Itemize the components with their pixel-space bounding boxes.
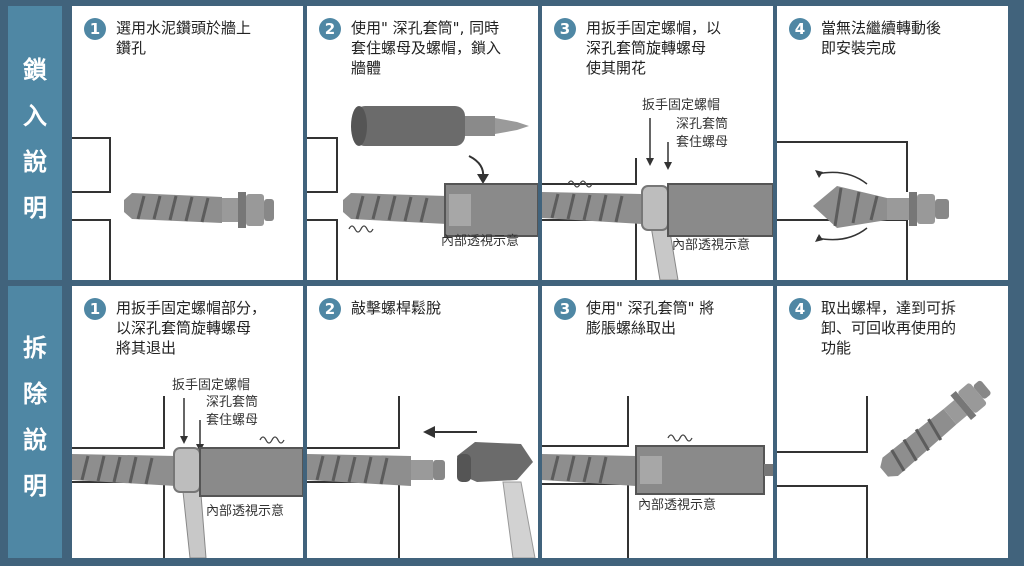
install-step-4-panel: 4 當無法繼續轉動後 即安裝完成 — [777, 6, 1008, 280]
inner-view-label: 內部透視示意 — [441, 234, 520, 249]
socket-label: 深孔套筒 套住螺母 — [676, 117, 729, 150]
step-number: 1 — [84, 18, 106, 40]
remove-step-2-panel: 2 敲擊螺桿鬆脫 — [307, 286, 538, 558]
step-illustration — [72, 137, 274, 280]
inner-view-label: 內部透視示意 — [206, 504, 285, 519]
step-caption: 選用水泥鑽頭於牆上 鑽孔 — [116, 19, 252, 57]
step-caption: 當無法繼續轉動後 即安裝完成 — [821, 19, 942, 57]
wrench-label: 扳手固定螺帽 — [172, 378, 251, 393]
remove-sidebar: 拆 除 說 明 — [8, 286, 62, 558]
inner-view-label: 內部透視示意 — [672, 238, 751, 253]
step-number: 4 — [789, 18, 811, 40]
step-number: 3 — [554, 298, 576, 320]
install-title-char: 說 — [23, 148, 47, 176]
install-title-char: 入 — [23, 102, 47, 130]
remove-title-char: 除 — [23, 380, 47, 408]
step-illustration — [777, 380, 991, 558]
step-illustration — [777, 141, 949, 280]
step-number: 1 — [84, 298, 106, 320]
inner-view-label: 內部透視示意 — [638, 498, 717, 513]
step-illustration — [307, 396, 536, 558]
step-number: 2 — [319, 298, 341, 320]
step-caption: 敲擊螺桿鬆脫 — [351, 299, 442, 317]
remove-step-4-panel: 4 取出螺桿，達到可拆 卸、可回收再使用的 功能 — [777, 286, 1008, 558]
step-number: 3 — [554, 18, 576, 40]
wrench-label: 扳手固定螺帽 — [642, 98, 721, 113]
step-illustration — [307, 106, 538, 280]
remove-step-1-panel: 1 用扳手固定螺帽部分， 以深孔套筒旋轉螺母 將其退出 扳手固定螺帽 深孔套筒 … — [72, 286, 303, 558]
install-sidebar: 鎖 入 說 明 — [8, 6, 62, 280]
install-title-char: 明 — [23, 194, 47, 222]
remove-title-char: 拆 — [23, 334, 47, 362]
socket-label: 深孔套筒 套住螺母 — [206, 395, 259, 428]
remove-title-char: 明 — [23, 472, 47, 500]
step-illustration — [542, 118, 773, 280]
step-caption: 用扳手固定螺帽部分， 以深孔套筒旋轉螺母 將其退出 — [116, 299, 267, 357]
step-number: 2 — [319, 18, 341, 40]
install-title-char: 鎖 — [23, 56, 47, 84]
step-illustration — [72, 396, 303, 558]
step-number: 4 — [789, 298, 811, 320]
install-step-2-panel: 2 使用" 深孔套筒", 同時 套住螺母及螺帽，鎖入 牆體 內部透視示意 — [307, 6, 538, 280]
install-step-1-panel: 1 選用水泥鑽頭於牆上 鑽孔 — [72, 6, 303, 280]
step-caption: 取出螺桿，達到可拆 卸、可回收再使用的 功能 — [821, 299, 957, 357]
step-illustration — [542, 396, 773, 558]
install-step-3-panel: 3 用扳手固定螺帽，以 深孔套筒旋轉螺母 使其開花 扳手固定螺帽 深孔套筒 套住… — [542, 6, 773, 280]
remove-title-char: 說 — [23, 426, 47, 454]
step-caption: 用扳手固定螺帽，以 深孔套筒旋轉螺母 使其開花 — [586, 19, 722, 77]
step-caption: 使用" 深孔套筒", 同時 套住螺母及螺帽，鎖入 牆體 — [351, 19, 502, 77]
remove-step-3-panel: 3 使用" 深孔套筒" 將 膨脹螺絲取出 內部透視示意 — [542, 286, 773, 558]
step-caption: 使用" 深孔套筒" 將 膨脹螺絲取出 — [586, 299, 715, 337]
